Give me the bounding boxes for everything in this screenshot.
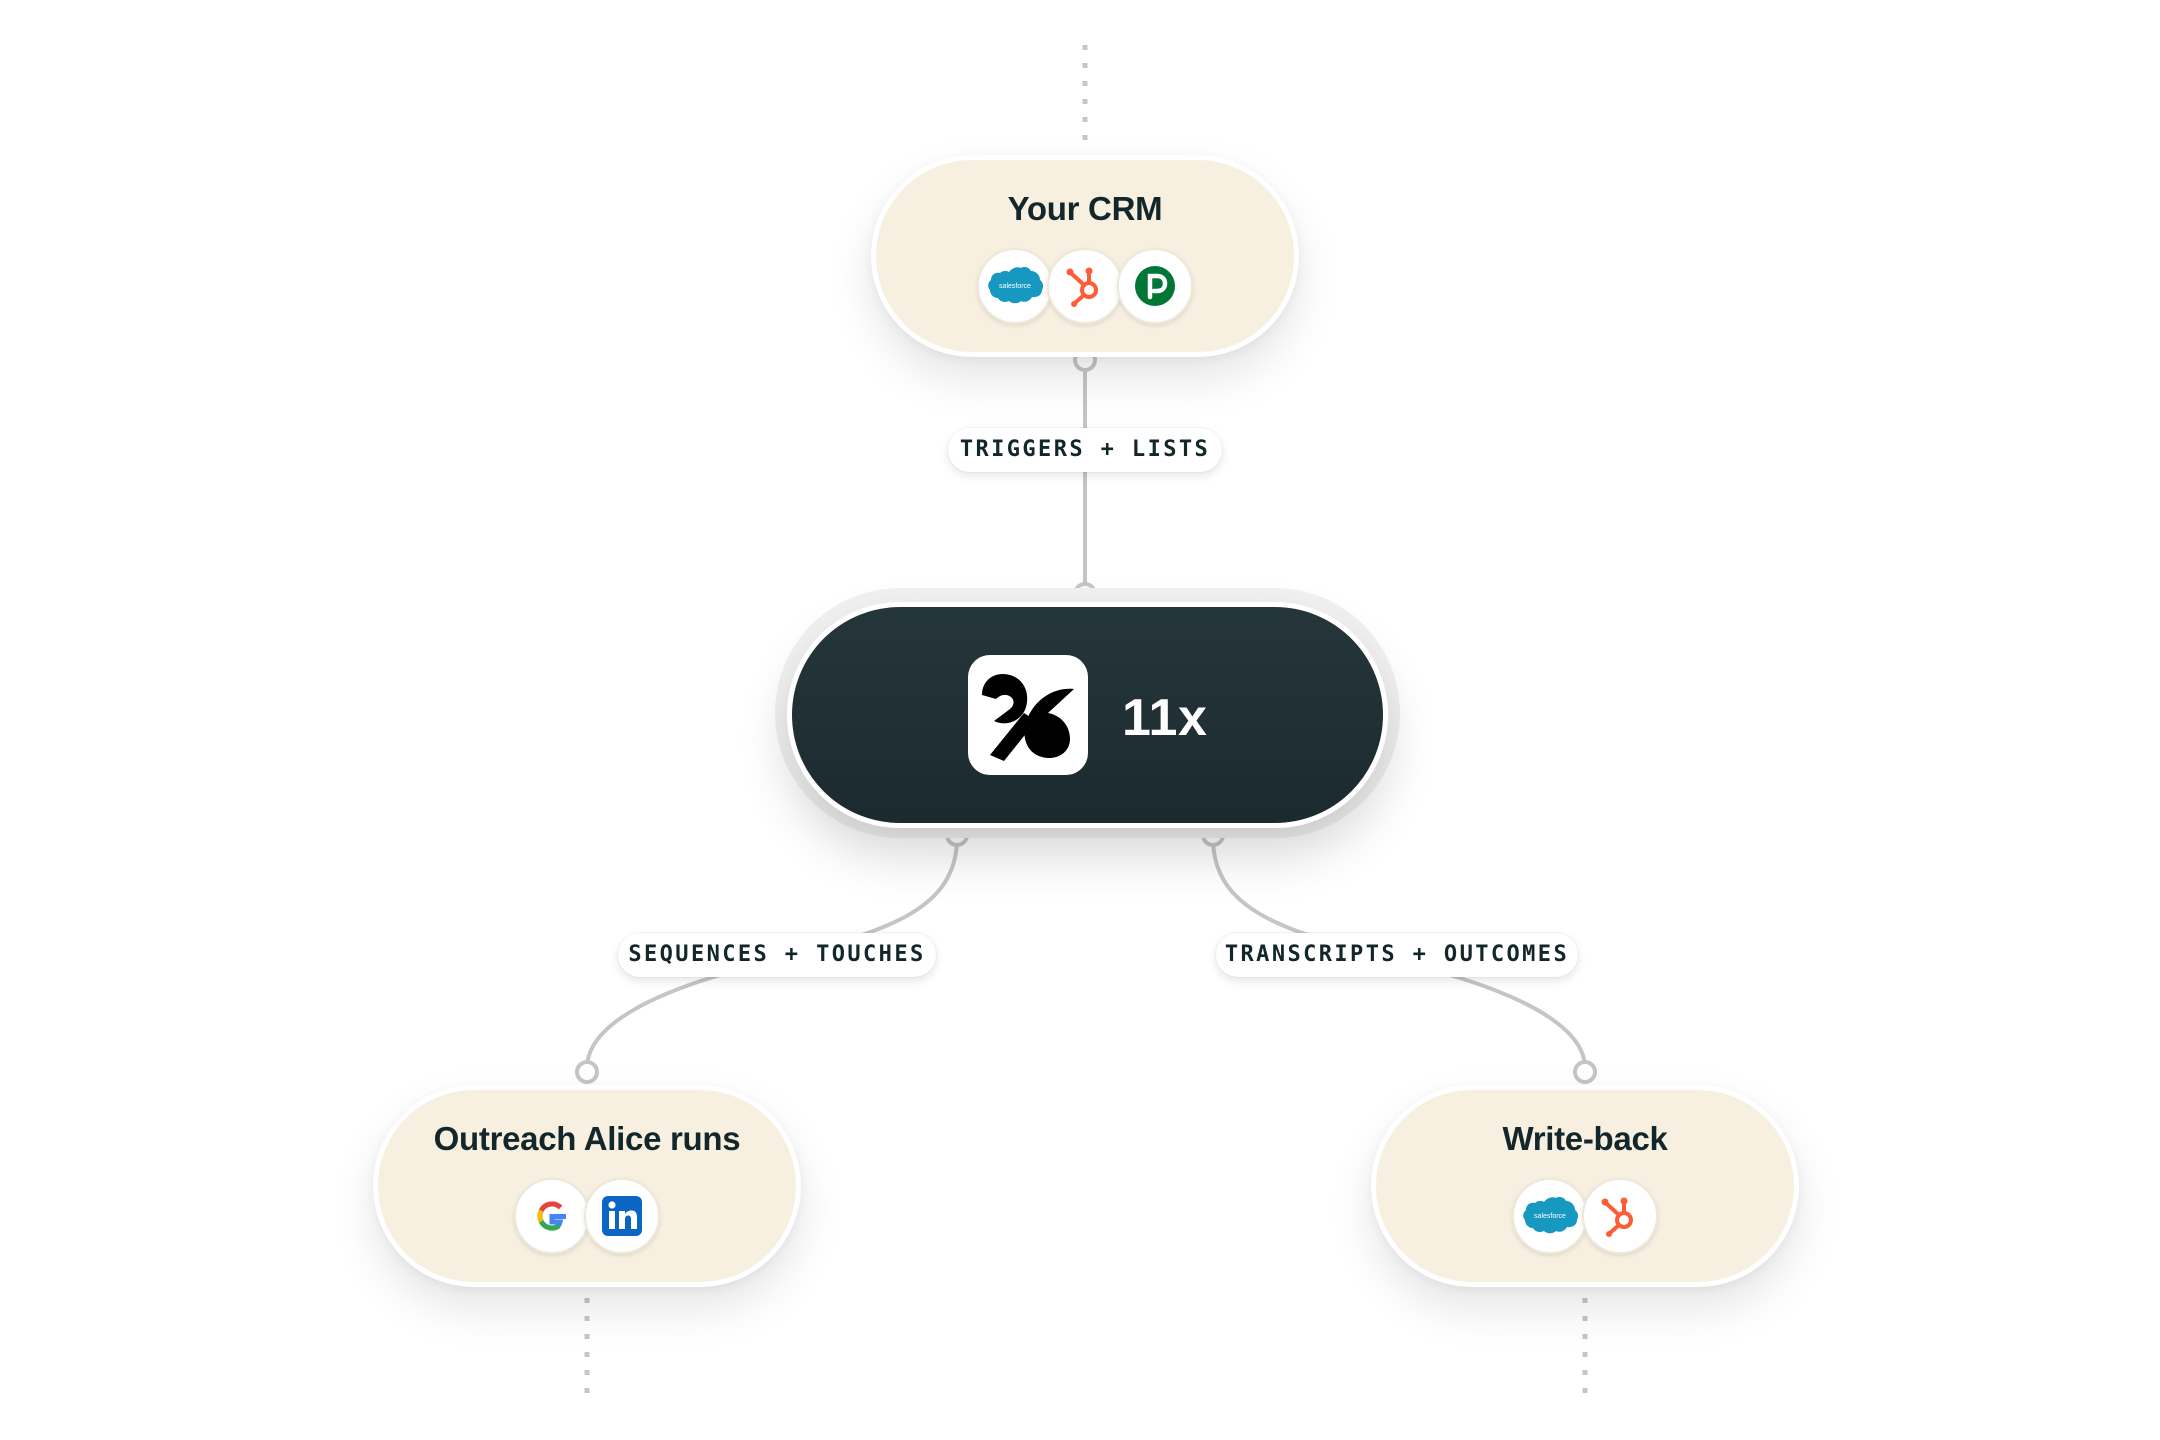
crm-node-icons: salesforce [876,248,1294,324]
writeback-node-icons: salesforce [1376,1178,1794,1254]
writeback-node[interactable]: Write-back salesforce [1371,1085,1799,1287]
outreach-node[interactable]: Outreach Alice runs [373,1085,801,1287]
svg-text:salesforce: salesforce [999,283,1031,290]
11x-logo-icon [968,655,1088,775]
pipedrive-icon [1117,248,1193,324]
outreach-node-title: Outreach Alice runs [433,1120,741,1157]
port-outreach-top [575,1060,599,1084]
salesforce-icon: salesforce [977,248,1053,324]
edge-label-transcripts-outcomes: TRANSCRIPTS + OUTCOMES [1216,933,1578,977]
edge-label-sequences-touches: SEQUENCES + TOUCHES [618,933,936,977]
hubspot-icon [1582,1178,1658,1254]
google-icon [514,1178,590,1254]
svg-text:salesforce: salesforce [1534,1213,1566,1220]
hub-node[interactable] [787,602,1388,828]
outreach-node-icons [378,1178,796,1254]
edge-label-triggers-lists: TRIGGERS + LISTS [948,428,1222,472]
writeback-node-title: Write-back [1502,1120,1668,1157]
salesforce-icon: salesforce [1512,1178,1588,1254]
crm-node[interactable]: Your CRM salesforce [871,155,1299,357]
linkedin-icon [584,1178,660,1254]
crm-node-title: Your CRM [1007,190,1163,227]
port-writeback-top [1573,1060,1597,1084]
hub-label: 11x [1122,689,1208,747]
hubspot-icon [1047,248,1123,324]
